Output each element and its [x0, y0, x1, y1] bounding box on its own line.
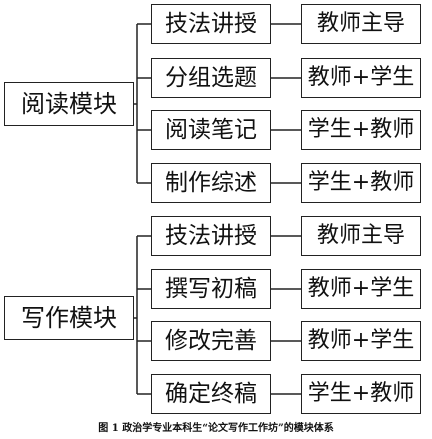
module-box-writing: 写作模块 — [4, 296, 134, 340]
role-box-reading-2: 教师+学生 — [301, 58, 421, 98]
role-box-reading-4: 学生+教师 — [301, 163, 421, 203]
stage-box-reading-4: 制作综述 — [151, 163, 271, 203]
stage-box-writing-3: 修改完善 — [151, 321, 271, 361]
module-box-reading: 阅读模块 — [4, 82, 134, 126]
role-box-reading-3: 学生+教师 — [301, 110, 421, 150]
role-box-writing-2: 教师+学生 — [301, 269, 421, 309]
role-box-writing-4: 学生+教师 — [301, 374, 421, 414]
stage-box-reading-3: 阅读笔记 — [151, 110, 271, 150]
role-box-reading-1: 教师主导 — [301, 4, 421, 44]
stage-box-reading-2: 分组选题 — [151, 58, 271, 98]
role-box-writing-3: 教师+学生 — [301, 321, 421, 361]
figure-caption: 图 1 政治学专业本科生“论文写作工作坊”的模块体系 — [98, 423, 334, 434]
stage-box-writing-4: 确定终稿 — [151, 374, 271, 414]
stage-box-writing-1: 技法讲授 — [151, 216, 271, 256]
role-box-writing-1: 教师主导 — [301, 216, 421, 256]
stage-box-writing-2: 撰写初稿 — [151, 269, 271, 309]
stage-box-reading-1: 技法讲授 — [151, 4, 271, 44]
